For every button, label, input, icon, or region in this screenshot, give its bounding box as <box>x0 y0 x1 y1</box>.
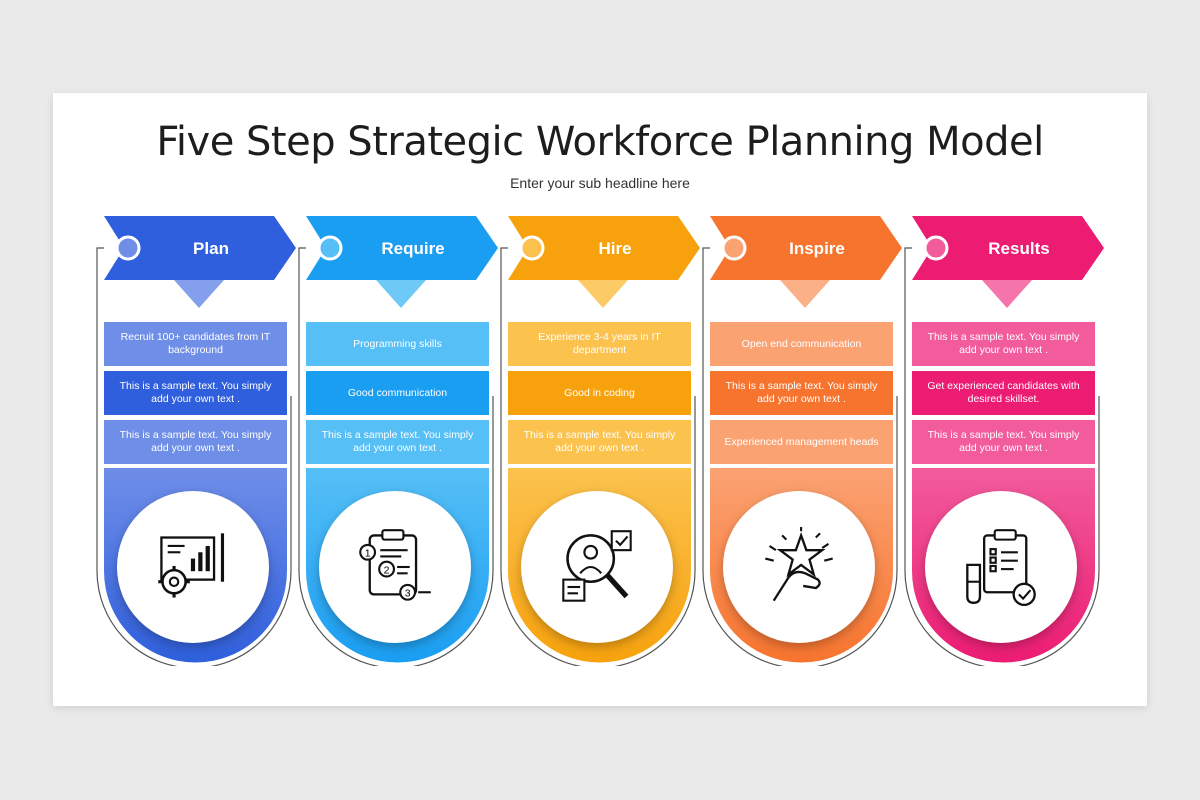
page-title: Five Step Strategic Workforce Planning M… <box>156 119 1044 165</box>
step-require-item-1: Programming skills <box>306 322 489 366</box>
results-clipboard-icon <box>966 529 1036 607</box>
step-icon-circle-plan <box>117 491 269 643</box>
numbered-clipboard-icon: 1 2 3 <box>359 529 431 601</box>
step-icon-circle-inspire <box>723 491 875 643</box>
step-require-item-2: Good communication <box>306 371 489 415</box>
step-inspire-item-2: This is a sample text. You simply add yo… <box>710 371 893 415</box>
candidate-search-icon <box>562 530 632 602</box>
step-hire-item-3: This is a sample text. You simply add yo… <box>508 420 691 464</box>
step-inspire-item-3: Experienced management heads <box>710 420 893 464</box>
step-inspire-item-1: Open end communication <box>710 322 893 366</box>
step-hire-item-2: Good in coding <box>508 371 691 415</box>
svg-text:3: 3 <box>405 587 411 599</box>
step-title-inspire: Inspire <box>789 239 845 258</box>
step-hire-item-1: Experience 3-4 years in IT department <box>508 322 691 366</box>
step-title-results: Results <box>988 239 1050 258</box>
step-results-item-2: Get experienced candidates with desired … <box>912 371 1095 415</box>
step-title-require: Require <box>381 239 445 258</box>
step-icon-circle-results <box>925 491 1077 643</box>
step-results-item-3: This is a sample text. You simply add yo… <box>912 420 1095 464</box>
step-require-item-3: This is a sample text. You simply add yo… <box>306 420 489 464</box>
step-icon-circle-require: 1 2 3 <box>319 491 471 643</box>
planning-chart-gear-icon <box>158 533 225 598</box>
step-results-item-1: This is a sample text. You simply add yo… <box>912 322 1095 366</box>
svg-text:2: 2 <box>384 564 390 576</box>
step-plan-item-1: Recruit 100+ candidates from IT backgrou… <box>104 322 287 366</box>
step-plan-item-3: This is a sample text. You simply add yo… <box>104 420 287 464</box>
step-title-hire: Hire <box>598 239 632 258</box>
svg-text:1: 1 <box>365 547 371 559</box>
page-subtitle: Enter your sub headline here <box>510 175 690 191</box>
step-title-plan: Plan <box>193 239 229 258</box>
step-plan-item-2: This is a sample text. You simply add yo… <box>104 371 287 415</box>
hand-star-icon <box>765 527 833 602</box>
step-icon-circle-hire <box>521 491 673 643</box>
